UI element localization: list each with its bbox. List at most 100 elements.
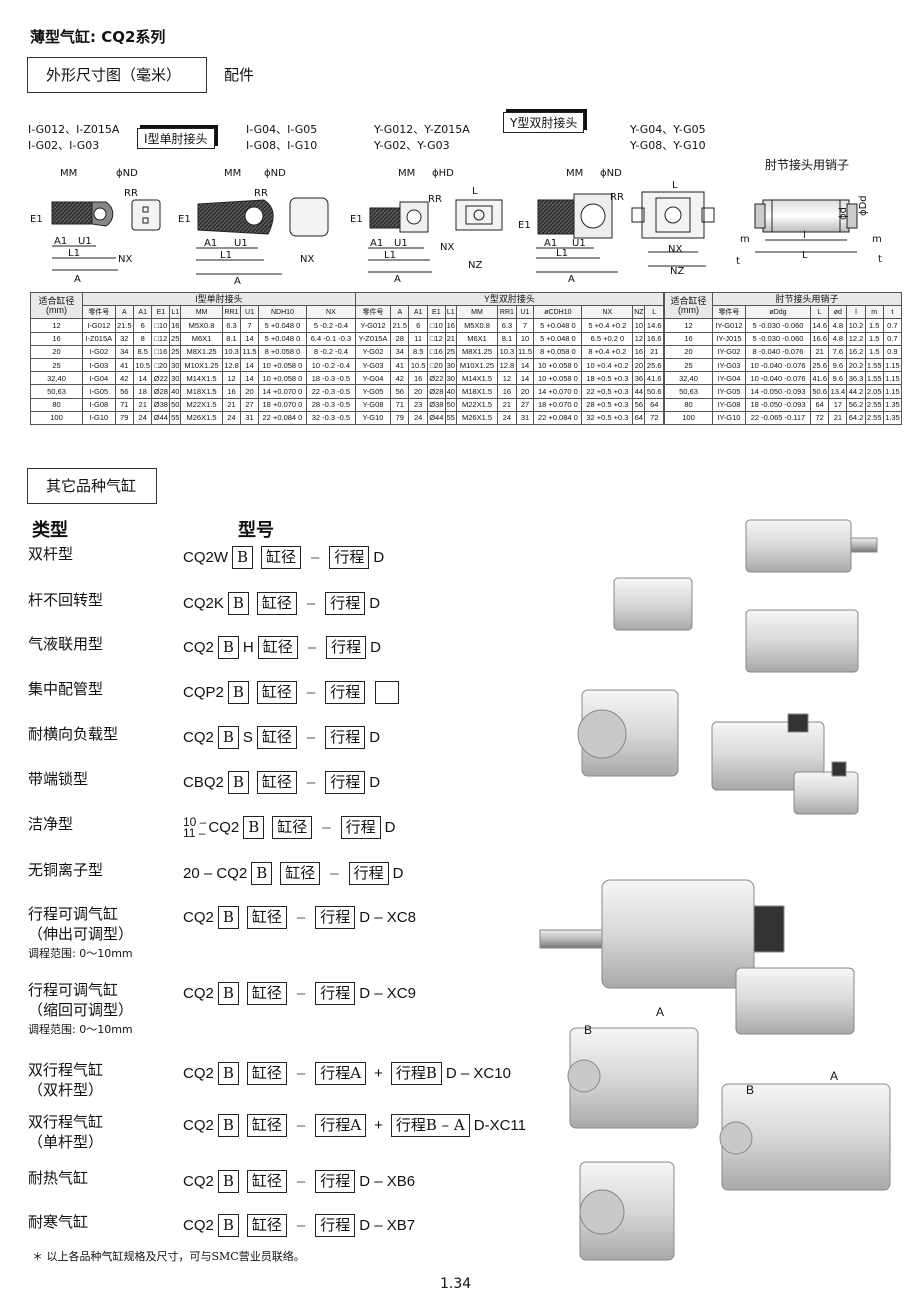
dim-u1: U1 [572, 238, 586, 249]
table-cell: M5X0.8 [180, 318, 223, 333]
bore-cell: 80 [30, 397, 83, 412]
table-cell: M14X1.5 [455, 371, 499, 386]
dim-nz: NZ [468, 260, 482, 271]
dim-e1: E1 [518, 220, 531, 231]
dim-l: L [802, 250, 808, 261]
table-cell: 9.6 [828, 357, 848, 373]
model-token: H [242, 639, 254, 656]
table-cell: 25 [169, 344, 182, 359]
table-cell: M10X1.25 [180, 357, 223, 373]
dim-small-l: l [803, 230, 806, 241]
model-token: CQ2 [183, 1065, 214, 1082]
table-cell: Ø38 [426, 397, 446, 412]
table-cell: 16 [444, 318, 457, 333]
table-cell: 44 [632, 384, 646, 399]
table-cell: 18 -0.050 -0.093 [744, 397, 812, 412]
column-header: NX [581, 305, 634, 320]
table-cell: 10 +0.058 0 [257, 357, 308, 373]
table-cell: 14 [240, 371, 259, 386]
dim-m: m [872, 234, 882, 245]
column-header: A [114, 305, 135, 320]
column-header: MM [455, 305, 499, 320]
dim-rr: RR [124, 188, 138, 199]
table-cell: IY-G02 [712, 344, 746, 359]
table-cell: I-G08 [82, 397, 116, 412]
bore-cell: 25 [664, 357, 713, 373]
table-cell: 28 -0.3 -0.5 [306, 397, 356, 412]
table-cell: 13.4 [828, 384, 848, 399]
model-token: D – XB7 [359, 1217, 416, 1234]
table-cell: 10 +0.058 0 [257, 371, 308, 386]
column-header: t [882, 305, 903, 320]
table-cell: 8.1 [497, 331, 517, 346]
i-type-label: I型单肘接头 [137, 128, 215, 149]
table-cell: Ø28 [426, 384, 446, 399]
table-cell: 1.15 [882, 371, 903, 386]
table-cell: 16 [632, 344, 646, 359]
model-token: CQ2 [208, 819, 240, 836]
dim-u1: U1 [394, 238, 408, 249]
dim-a1: A1 [54, 236, 67, 247]
model-line: Y-G08、Y-G10 [630, 139, 706, 152]
table-cell: Ø44 [426, 410, 446, 425]
table-cell: 4.8 [828, 318, 848, 333]
table-cell: 12.8 [221, 357, 242, 373]
table-cell: Ø44 [151, 410, 171, 425]
table-cell: □10 [151, 318, 171, 333]
model-option-box: B [217, 1114, 239, 1137]
table-cell: 21 [133, 397, 153, 412]
cylinder-photos: B A B A [539, 519, 891, 1261]
dim-mm: MM [224, 168, 241, 179]
table-cell: 8 -0.2 -0.4 [306, 344, 356, 359]
table-cell: 41.6 [810, 371, 830, 386]
table-cell: 14 [240, 331, 259, 346]
table-cell: M26X1.5 [455, 410, 499, 425]
dim-m: m [740, 234, 750, 245]
bore-label: 适合缸径 [38, 295, 75, 306]
accessory-label: 配件 [224, 66, 255, 84]
dim-a: A [234, 276, 241, 287]
model-option-box: 行程B – A [390, 1114, 470, 1137]
empty-option-box [375, 681, 400, 704]
model-option-box: B [217, 906, 239, 929]
table-cell: 12 [221, 371, 242, 386]
dim-a1: A1 [204, 238, 217, 249]
table-cell: 30 [444, 371, 457, 386]
dimension-drawings: MM ϕND RR E1 A1 U1 L1 A NX MM ϕND RR E1 … [30, 168, 882, 287]
type-subname: （缩回可调型） [28, 1001, 134, 1019]
model-line: I-G02、I-G03 [28, 139, 100, 152]
model-dash: – [306, 684, 316, 701]
table-cell: 2.55 [864, 397, 884, 412]
table-cell: 40 [444, 384, 457, 399]
table-cell: 10.5 [408, 357, 428, 373]
bore-cell: 25 [30, 357, 83, 373]
cylinder-face-image [579, 1189, 625, 1235]
table-cell: 16.6 [810, 331, 830, 346]
table-cell: 30 [169, 371, 182, 386]
column-header: NDH10 [257, 305, 308, 320]
table-cell: 20 [240, 384, 259, 399]
table-cell: 64 [644, 397, 664, 412]
model-dash: – [296, 1173, 306, 1190]
table-cell: 1.5 [864, 344, 884, 359]
table-cell: 14.6 [644, 318, 664, 333]
table-cell: 18 +0.070 0 [533, 397, 583, 412]
model-token: D – XC9 [359, 985, 416, 1002]
dim-d: ϕd [838, 207, 849, 220]
bore-cell: 32,40 [664, 371, 713, 386]
table-cell: 79 [114, 410, 135, 425]
table-cell: 56 [390, 384, 410, 399]
dim-mm: MM [566, 168, 583, 179]
model-option-box: 行程A [315, 1114, 367, 1137]
column-header: U1 [240, 305, 259, 320]
table-cell: I-G03 [82, 357, 116, 373]
type-name: 行程可调气缸 [28, 981, 119, 999]
table-cell: 25.6 [644, 357, 664, 373]
